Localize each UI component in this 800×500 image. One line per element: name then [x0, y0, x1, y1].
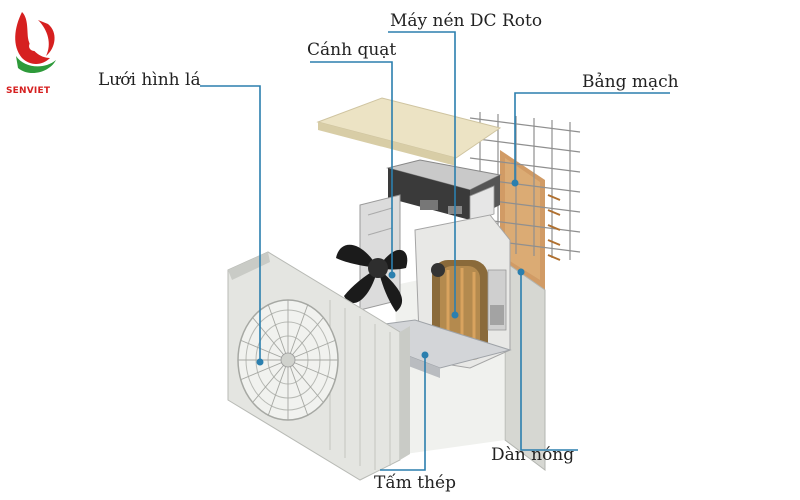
fan-blade [336, 244, 408, 312]
leaf-grille [237, 299, 339, 421]
callout-line-circuit-board [514, 92, 670, 183]
callout-line-compressor [388, 31, 456, 315]
callout-dot-condenser [517, 268, 525, 276]
callout-dot-compressor [451, 311, 459, 319]
callout-dot-leaf-grille [256, 358, 264, 366]
side-casing-panel [504, 261, 546, 471]
callout-dot-steel-plate [421, 351, 429, 359]
label-fan-blade: Cánh quạt [307, 40, 397, 60]
callout-line-steel-plate [380, 355, 426, 471]
callout-line-leaf-grille [200, 85, 261, 362]
circuit-board-box [386, 159, 502, 223]
callout-dot-circuit-board [511, 179, 519, 187]
label-leaf-grille: Lưới hình lá [98, 70, 201, 90]
senviet-lotus-icon [15, 12, 56, 74]
callout-line-condenser [520, 272, 578, 451]
label-steel-plate: Tấm thép [374, 473, 457, 493]
label-condenser: Dàn nóng [491, 445, 575, 465]
brand-name: SENVIET [6, 86, 51, 96]
label-circuit-board: Bảng mạch [582, 72, 679, 92]
callout-line-fan-blade [310, 61, 393, 275]
top-panel [316, 97, 502, 166]
callout-dot-fan-blade [388, 271, 396, 279]
label-compressor: Máy nén DC Roto [390, 11, 543, 31]
